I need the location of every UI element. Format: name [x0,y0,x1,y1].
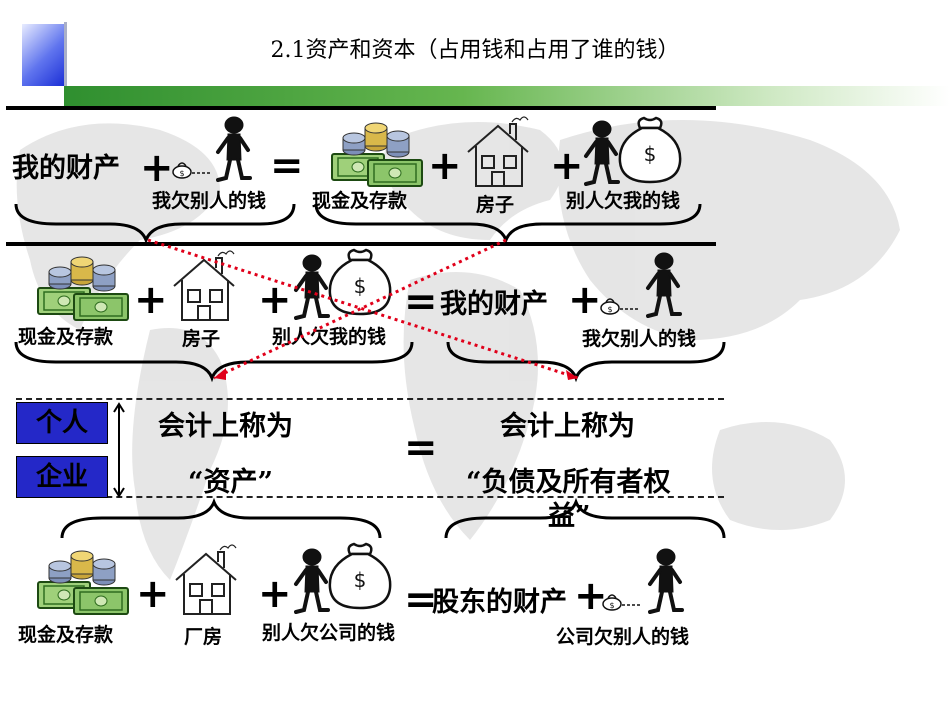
equals-sign: = [270,143,304,189]
top-divider [6,106,716,110]
cash-deposits-label: 现金及存款 [18,624,114,646]
liabilities-equity-term-cont: 益” [548,501,591,532]
corner-decoration [22,24,64,86]
plus-sign: + [550,143,584,189]
plus-sign: + [140,145,174,191]
house-label: 房子 [476,194,515,216]
small-pouch-icon [602,594,643,611]
factory-label: 厂房 [184,626,223,648]
plus-sign: + [428,143,462,189]
header-band [64,86,950,106]
house-label: 房子 [182,328,221,350]
my-property-label: 我的财产 [12,153,120,184]
dashed-divider-bottom [16,496,724,498]
brace-assets [60,497,382,539]
shareholder-property-label: 股东的财产 [432,587,567,618]
dotted-link-1 [147,238,579,380]
dashed-divider-top [16,398,724,400]
cash-deposits-label: 现金及存款 [312,190,408,212]
person-icon [648,547,684,614]
slide-title: 2.1资产和资本（占用钱和占用了谁的钱） [270,38,680,63]
cash-stack-icon [37,550,129,615]
plus-sign: + [568,277,602,323]
equals-sign: = [404,279,438,325]
owe-others-label: 我欠别人的钱 [582,328,697,350]
brace-row2-left [14,341,414,383]
accounting-term-left: 会计上称为 [158,411,293,442]
brace-row2-right [446,341,726,383]
up-down-arrow-icon [113,402,125,498]
plus-sign: + [258,277,292,323]
brace-liabilities [444,497,726,539]
equals-sign: = [404,577,438,623]
plus-sign: + [258,571,292,617]
my-property-label: 我的财产 [440,289,548,320]
plus-sign: + [136,571,170,617]
others-owe-me-label: 别人欠我的钱 [272,326,387,348]
equals-sign: = [404,425,438,471]
factory-house-icon [175,544,237,615]
brace-row1-right [314,203,702,245]
middle-divider [6,242,716,246]
plus-sign: + [574,573,608,619]
others-owe-me-label: 别人欠我的钱 [566,190,681,212]
dotted-link-2 [213,238,507,380]
cash-deposits-label: 现金及存款 [18,326,114,348]
plus-sign: + [134,277,168,323]
company-owes-label: 公司欠别人的钱 [556,626,690,648]
others-owe-company-label: 别人欠公司的钱 [262,622,396,644]
enterprise-box: 企业 [16,456,108,498]
liabilities-equity-term: “负债及所有者权 [466,467,671,498]
owe-others-label: 我欠别人的钱 [152,190,267,212]
personal-box: 个人 [16,402,108,444]
assets-term: “资产” [188,467,274,498]
accounting-term-right: 会计上称为 [500,411,635,442]
brace-row1-left [14,203,296,245]
money-bag-icon [328,542,392,610]
corner-line [64,22,67,108]
